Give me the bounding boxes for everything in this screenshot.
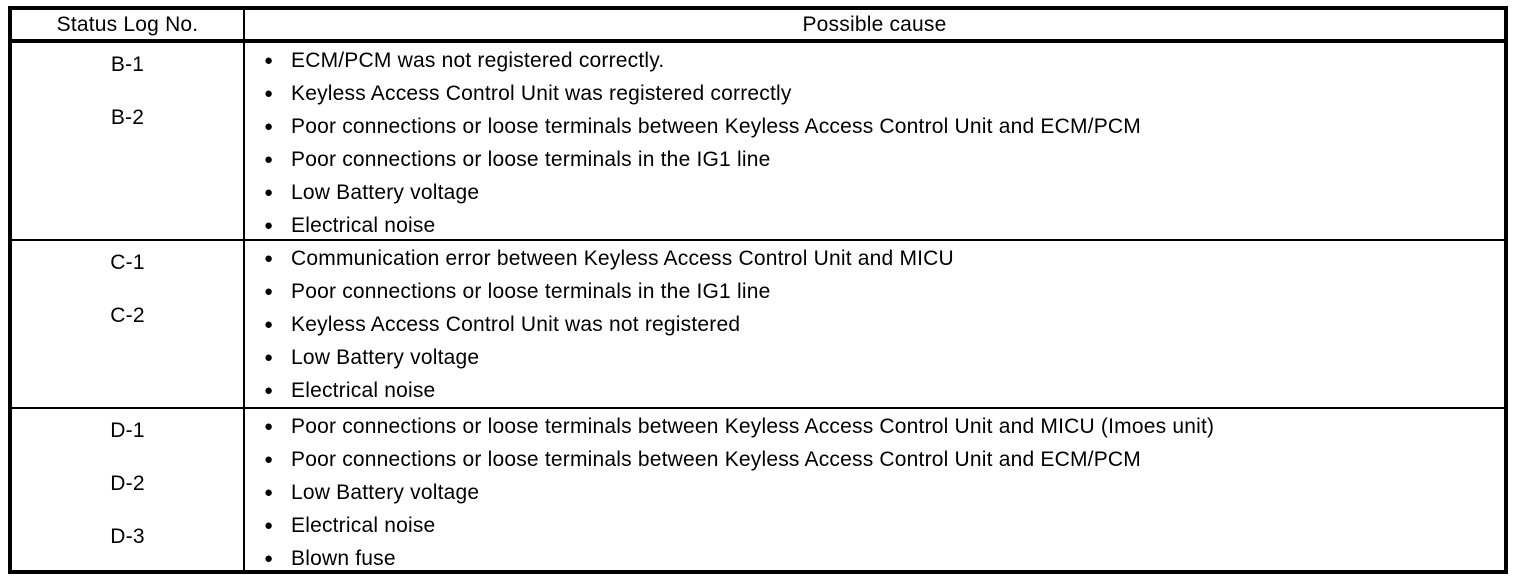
cause-text: Low Battery voltage [291, 481, 480, 504]
table-row-b: B-1 B-2 ● ECM/PCM was not registered cor… [12, 43, 1504, 239]
bullet-icon: ● [264, 517, 274, 534]
cause-text: Poor connections or loose terminals betw… [291, 415, 1215, 438]
cause-item: ● Blown fuse [264, 542, 1494, 575]
bullet-icon: ● [264, 151, 274, 168]
bullet-icon: ● [264, 418, 274, 435]
cause-text: Low Battery voltage [291, 181, 480, 204]
cause-item: ● Low Battery voltage [264, 176, 1494, 209]
bullet-icon: ● [264, 550, 274, 567]
cause-text: Keyless Access Control Unit was not regi… [291, 313, 741, 336]
bullet-icon: ● [264, 283, 274, 300]
status-code: B-1 [110, 53, 145, 76]
cause-item: ● Poor connections or loose terminals be… [264, 410, 1494, 443]
bullet-icon: ● [264, 52, 274, 69]
bullet-icon: ● [264, 184, 274, 201]
cause-text: Electrical noise [291, 214, 436, 237]
status-code: D-3 [110, 525, 145, 548]
bullet-icon: ● [264, 85, 274, 102]
header-status-log-no: Status Log No. [12, 10, 245, 39]
bullet-icon: ● [264, 382, 274, 399]
cause-text: Electrical noise [291, 379, 436, 402]
cause-item: ● Low Battery voltage [264, 341, 1494, 374]
bullet-icon: ● [264, 316, 274, 333]
possible-cause-cell: ● ECM/PCM was not registered correctly. … [245, 43, 1504, 239]
cause-text: ECM/PCM was not registered correctly. [291, 49, 665, 72]
bullet-icon: ● [264, 217, 274, 234]
cause-text: Electrical noise [291, 514, 436, 537]
cause-text: Poor connections or loose terminals betw… [291, 115, 1141, 138]
cause-item: ● Electrical noise [264, 509, 1494, 542]
cause-list: ● Poor connections or loose terminals be… [245, 409, 1504, 575]
cause-item: ● Poor connections or loose terminals in… [264, 275, 1494, 308]
bullet-icon: ● [264, 118, 274, 135]
cause-text: Poor connections or loose terminals in t… [291, 280, 771, 303]
bullet-icon: ● [264, 451, 274, 468]
table-row-d: D-1 D-2 D-3 ● Poor connections or loose … [12, 407, 1504, 570]
cause-item: ● Keyless Access Control Unit was not re… [264, 308, 1494, 341]
cause-item: ● Electrical noise [264, 209, 1494, 242]
table-header-row: Status Log No. Possible cause [12, 10, 1504, 43]
bullet-icon: ● [264, 250, 274, 267]
cause-text: Poor connections or loose terminals betw… [291, 448, 1141, 471]
cause-text: Poor connections or loose terminals in t… [291, 148, 771, 171]
status-log-table: Status Log No. Possible cause B-1 B-2 ● … [8, 6, 1508, 574]
bullet-icon: ● [264, 484, 274, 501]
cause-list: ● Communication error between Keyless Ac… [245, 241, 1504, 407]
possible-cause-cell: ● Communication error between Keyless Ac… [245, 241, 1504, 407]
cause-item: ● Poor connections or loose terminals be… [264, 110, 1494, 143]
status-code: D-1 [110, 419, 145, 442]
status-code: C-1 [110, 251, 145, 274]
status-code-cell: D-1 D-2 D-3 [12, 409, 245, 570]
status-code-cell: C-1 C-2 [12, 241, 245, 407]
status-code: C-2 [110, 304, 145, 327]
cause-text: Blown fuse [291, 547, 396, 570]
cause-list: ● ECM/PCM was not registered correctly. … [245, 43, 1504, 242]
header-possible-cause: Possible cause [802, 13, 947, 36]
cause-item: ● Poor connections or loose terminals be… [264, 443, 1494, 476]
cause-text: Communication error between Keyless Acce… [291, 247, 954, 270]
cause-item: ● Communication error between Keyless Ac… [264, 242, 1494, 275]
status-code: D-2 [110, 472, 145, 495]
bullet-icon: ● [264, 349, 274, 366]
cause-item: ● ECM/PCM was not registered correctly. [264, 44, 1494, 77]
cause-text: Keyless Access Control Unit was register… [291, 82, 792, 105]
cause-item: ● Electrical noise [264, 374, 1494, 407]
cause-item: ● Low Battery voltage [264, 476, 1494, 509]
possible-cause-cell: ● Poor connections or loose terminals be… [245, 409, 1504, 570]
status-code-cell: B-1 B-2 [12, 43, 245, 239]
table-row-c: C-1 C-2 ● Communication error between Ke… [12, 239, 1504, 407]
cause-item: ● Keyless Access Control Unit was regist… [264, 77, 1494, 110]
status-code: B-2 [110, 106, 145, 129]
cause-item: ● Poor connections or loose terminals in… [264, 143, 1494, 176]
cause-text: Low Battery voltage [291, 346, 480, 369]
